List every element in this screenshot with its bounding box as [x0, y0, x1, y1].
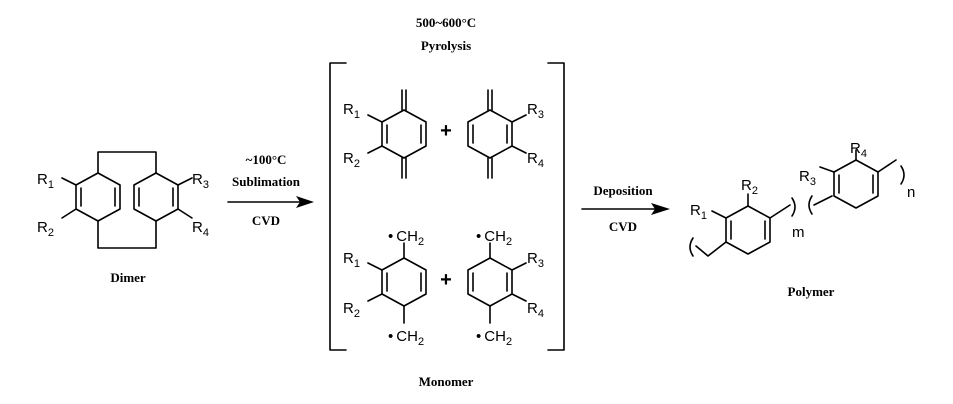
- polymer-ring-2: [833, 159, 879, 209]
- diradical-right: •CH2 •CH2 R3 R4: [467, 228, 544, 348]
- diradical-right-ring: [467, 257, 513, 307]
- dimer-r4-label: R4: [192, 219, 209, 239]
- deposition-label: Deposition: [593, 183, 653, 198]
- quinoid-left-r1-bond: [367, 114, 383, 123]
- polymer-ring-1: [725, 205, 771, 255]
- polymer-repeat-n: n: [907, 184, 915, 201]
- diradical-right-r4-bond: [511, 293, 527, 302]
- quinoid-left-r2-bond: [367, 145, 383, 154]
- polymer-chain-left: [695, 241, 727, 257]
- diradical-right-r3-label: R3: [527, 250, 544, 270]
- diradical-left-r1-label: R1: [343, 250, 360, 270]
- cvd-label-1: CVD: [252, 213, 280, 228]
- quinoid-right-r4-bond: [511, 145, 527, 154]
- monomer-right-bracket: [547, 62, 565, 351]
- polymer-link-2: [813, 195, 833, 206]
- quinodimethane-right: R3 R4: [467, 89, 544, 179]
- sublimation-arrow: [227, 196, 314, 208]
- diradical-left-ring: [381, 257, 427, 307]
- dimer-r4-bond: [177, 208, 193, 219]
- polymer-r2-label: R2: [741, 177, 758, 197]
- quinoid-right-r4-label: R4: [527, 150, 544, 170]
- diradical-right-r3-bond: [511, 262, 527, 271]
- plus-sign-top: +: [440, 120, 452, 142]
- sublimation-temperature: ~100°C: [246, 152, 287, 167]
- polymer-bracket-left-2: [808, 195, 813, 215]
- polymer-r3-label: R3: [799, 168, 816, 188]
- dimer-right-ring: [133, 172, 179, 222]
- sublimation-label: Sublimation: [232, 174, 301, 189]
- dimer-structure: R1 R2 R3 R4: [37, 151, 209, 249]
- dimer-left-ring: [75, 172, 121, 222]
- polymer-bracket-right-2: [900, 165, 905, 185]
- dimer-bottom-bridge: [97, 220, 157, 249]
- polymer-r4-label: R4: [850, 140, 867, 160]
- diradical-right-r4-label: R4: [527, 300, 544, 320]
- quinoid-left-ring: [381, 109, 427, 159]
- diradical-left: •CH2 •CH2 R1 R2: [343, 228, 427, 348]
- dimer-r3-bond: [177, 177, 193, 186]
- diradical-right-top-ch2: •CH2: [476, 228, 512, 248]
- monomer-left-bracket: [329, 62, 347, 351]
- dimer-r1-bond: [61, 177, 77, 186]
- quinoid-left-r2-label: R2: [343, 150, 360, 170]
- diradical-left-r2-bond: [367, 293, 383, 302]
- pyrolysis-temperature: 500~600°C: [416, 15, 476, 30]
- polymer-r1-label: R1: [690, 202, 707, 222]
- quinodimethane-left: R1 R2: [343, 89, 427, 179]
- dimer-r2-label: R2: [37, 219, 54, 239]
- diradical-left-r2-label: R2: [343, 300, 360, 320]
- polymer-r1-bond: [711, 210, 727, 219]
- dimer-caption: Dimer: [110, 270, 146, 285]
- polymer-r3-bond: [819, 166, 835, 173]
- polymer-bracket-right-1: [791, 197, 796, 217]
- dimer-r1-label: R1: [37, 171, 54, 191]
- dimer-top-bridge: [97, 151, 157, 174]
- dimer-r2-bond: [61, 208, 77, 219]
- polymer-structure: R1 R2 m R3 R4 n: [689, 140, 915, 257]
- plus-sign-bottom: +: [440, 269, 452, 291]
- polymer-chain-right: [877, 159, 897, 173]
- diradical-left-r1-bond: [367, 262, 383, 271]
- polymer-link-1: [769, 204, 791, 219]
- cvd-label-2: CVD: [609, 219, 637, 234]
- quinoid-right-ring: [467, 109, 513, 159]
- diradical-right-bottom-ch2: •CH2: [476, 328, 512, 348]
- sublimation-arrow-head: [296, 196, 314, 208]
- monomer-caption: Monomer: [419, 374, 474, 389]
- quinoid-left-r1-label: R1: [343, 101, 360, 121]
- deposition-arrow-head: [651, 203, 670, 215]
- diradical-left-top-ch2: •CH2: [388, 228, 424, 248]
- pyrolysis-label: Pyrolysis: [421, 38, 471, 53]
- polymer-caption: Polymer: [788, 284, 835, 299]
- diradical-left-bottom-ch2: •CH2: [388, 328, 424, 348]
- quinoid-right-r3-label: R3: [527, 101, 544, 121]
- deposition-arrow: [581, 203, 670, 215]
- dimer-r3-label: R3: [192, 171, 209, 191]
- polymer-bracket-left-1: [689, 237, 694, 257]
- quinoid-right-r3-bond: [511, 114, 527, 123]
- polymer-repeat-m: m: [792, 224, 805, 241]
